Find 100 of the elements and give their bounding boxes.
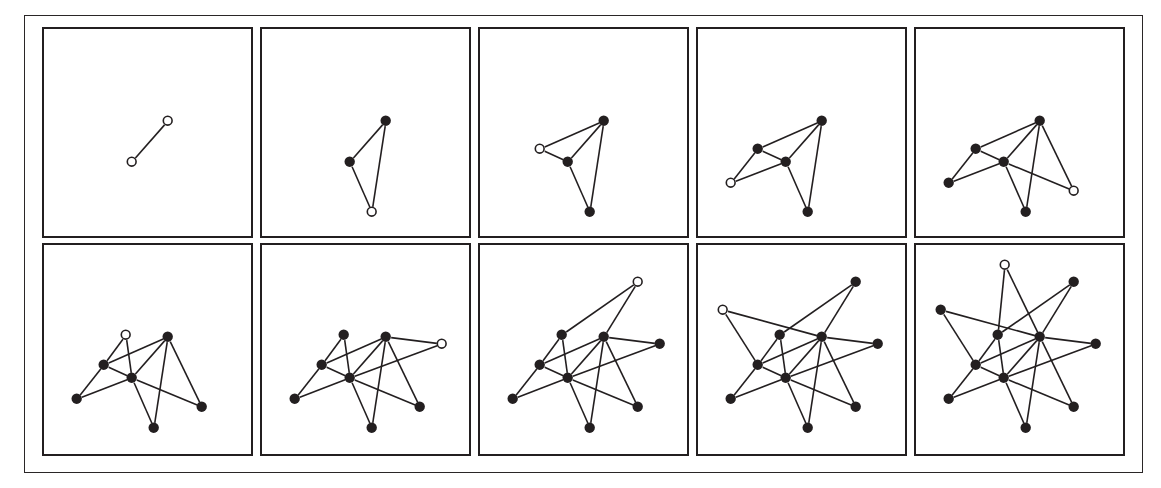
connecting-line bbox=[543, 122, 601, 148]
open-vertex-circle bbox=[534, 143, 546, 155]
connecting-line bbox=[590, 341, 604, 424]
connecting-line bbox=[1041, 285, 1073, 334]
vertex-dot bbox=[872, 338, 884, 350]
connecting-line bbox=[542, 338, 560, 362]
connecting-line bbox=[1041, 340, 1073, 404]
vertex-dot bbox=[380, 115, 392, 127]
connecting-line bbox=[1008, 163, 1070, 190]
open-vertex-circle bbox=[1068, 185, 1080, 197]
connecting-line bbox=[134, 124, 166, 159]
connecting-line bbox=[371, 341, 386, 424]
vertex-dot bbox=[970, 143, 982, 155]
vertex-dot bbox=[344, 372, 356, 384]
vertex-dot bbox=[816, 115, 828, 127]
connecting-line bbox=[979, 338, 1037, 364]
connecting-line bbox=[136, 379, 198, 406]
connecting-line bbox=[808, 341, 822, 424]
connecting-line bbox=[590, 125, 604, 208]
connecting-line bbox=[1006, 268, 1039, 334]
vertex-dot bbox=[998, 156, 1010, 168]
connecting-line bbox=[826, 336, 874, 345]
connecting-line bbox=[761, 122, 819, 148]
open-vertex-circle bbox=[717, 304, 729, 316]
connecting-line bbox=[761, 366, 783, 377]
open-vertex-circle bbox=[120, 329, 132, 341]
connecting-line bbox=[761, 338, 819, 364]
vertex-dot bbox=[654, 338, 666, 350]
vertex-dot bbox=[584, 206, 596, 218]
vertex-dot bbox=[992, 329, 1004, 341]
vertex-dot bbox=[598, 331, 610, 343]
vertex-dot bbox=[1034, 115, 1046, 127]
connecting-line bbox=[169, 340, 201, 404]
connecting-line bbox=[733, 368, 756, 396]
connecting-line bbox=[979, 150, 1001, 161]
open-vertex-circle bbox=[725, 177, 737, 189]
open-vertex-circle bbox=[999, 259, 1011, 271]
connecting-line bbox=[727, 310, 818, 337]
connecting-line bbox=[788, 124, 820, 159]
connecting-line bbox=[605, 340, 637, 404]
panel bbox=[478, 27, 689, 238]
vertex-dot bbox=[1034, 331, 1046, 343]
connecting-line bbox=[154, 341, 168, 424]
connecting-line bbox=[343, 339, 351, 374]
vertex-dot bbox=[1020, 422, 1032, 434]
connecting-line bbox=[1005, 165, 1025, 209]
panel bbox=[42, 27, 253, 238]
connecting-line bbox=[790, 345, 874, 377]
connecting-line bbox=[107, 338, 165, 364]
vertex-dot bbox=[850, 401, 862, 413]
connecting-line bbox=[735, 379, 782, 398]
vertex-dot bbox=[780, 372, 792, 384]
vertex-dot bbox=[943, 177, 955, 189]
vertex-dot bbox=[1068, 401, 1080, 413]
connecting-line bbox=[572, 345, 656, 377]
connecting-line bbox=[787, 165, 807, 209]
connecting-line bbox=[324, 338, 342, 362]
vertex-dot bbox=[752, 143, 764, 155]
vertex-dot bbox=[344, 156, 356, 168]
panel bbox=[696, 27, 907, 238]
connecting-line bbox=[352, 124, 384, 159]
connecting-line bbox=[572, 379, 634, 406]
connecting-line bbox=[735, 163, 782, 182]
panel bbox=[260, 27, 471, 238]
connecting-line bbox=[787, 381, 807, 425]
connecting-line bbox=[81, 379, 128, 398]
connecting-line bbox=[733, 152, 756, 180]
connecting-line bbox=[125, 339, 133, 374]
vertex-dot bbox=[414, 401, 426, 413]
connecting-line bbox=[565, 284, 635, 333]
connecting-line bbox=[605, 285, 637, 334]
vertex-dot bbox=[774, 329, 786, 341]
connecting-line bbox=[760, 338, 778, 362]
connecting-line bbox=[387, 340, 419, 404]
connecting-line bbox=[354, 345, 438, 377]
connecting-line bbox=[543, 338, 601, 364]
panel bbox=[478, 243, 689, 456]
connecting-line bbox=[1044, 336, 1092, 345]
connecting-line bbox=[570, 124, 602, 159]
vertex-dot bbox=[162, 331, 174, 343]
connecting-line bbox=[325, 338, 383, 364]
connecting-line bbox=[953, 163, 1000, 182]
panel bbox=[260, 243, 471, 456]
open-vertex-circle bbox=[162, 115, 174, 127]
connecting-line bbox=[570, 340, 602, 375]
connecting-line bbox=[978, 338, 996, 362]
connecting-line bbox=[106, 338, 124, 362]
open-vertex-circle bbox=[126, 156, 138, 168]
vertex-dot bbox=[816, 331, 828, 343]
connecting-line bbox=[783, 284, 853, 333]
vertex-dot bbox=[584, 422, 596, 434]
connecting-line bbox=[371, 125, 386, 208]
open-vertex-circle bbox=[366, 206, 378, 218]
connecting-line bbox=[543, 366, 565, 377]
connecting-line bbox=[997, 269, 1006, 331]
vertex-dot bbox=[338, 329, 350, 341]
vertex-dot bbox=[1090, 338, 1102, 350]
vertex-dot bbox=[1020, 206, 1032, 218]
vertex-dot bbox=[71, 393, 83, 405]
vertex-dot bbox=[556, 329, 568, 341]
